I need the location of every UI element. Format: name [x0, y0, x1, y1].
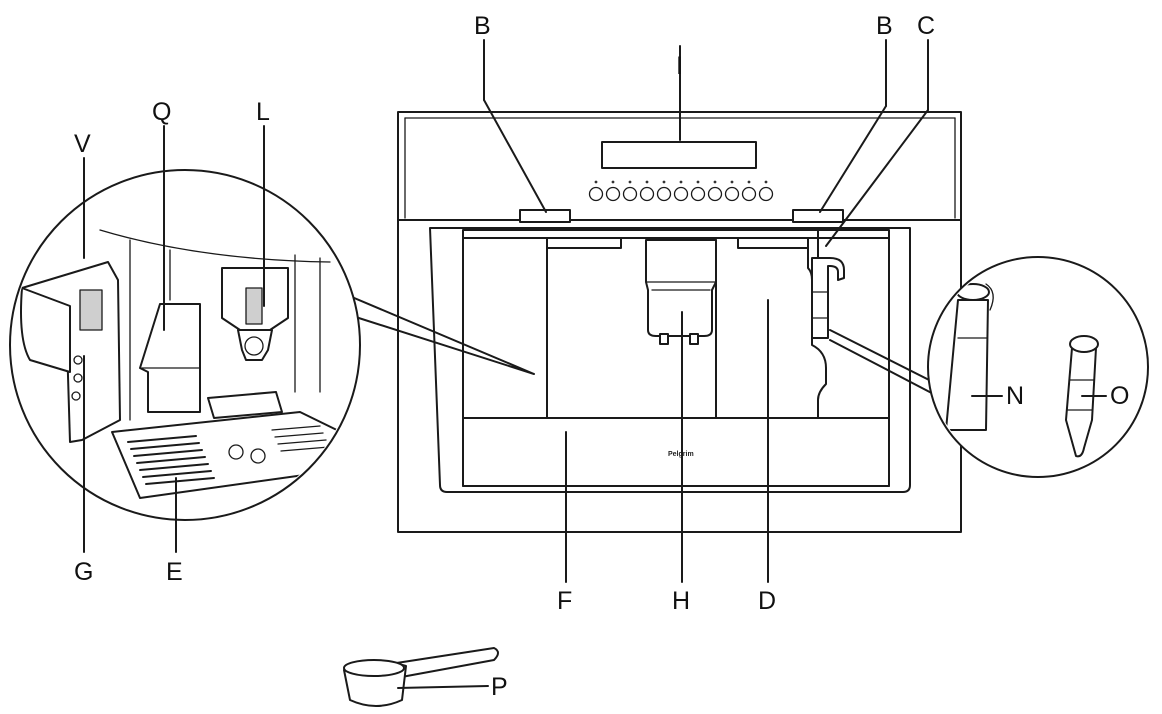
- brand-logo: Pelgrim: [668, 451, 694, 458]
- tray-slot: [139, 463, 209, 471]
- tray-slot: [142, 470, 212, 478]
- panel-button: [605, 186, 621, 202]
- panel-button: [588, 186, 604, 202]
- tray-slot: [274, 432, 324, 438]
- label-B-right: B: [876, 12, 893, 40]
- detail-circle-left: [9, 169, 535, 521]
- leader-lines: [83, 39, 1107, 689]
- text-display: [601, 141, 757, 169]
- measuring-scoop: [343, 647, 499, 707]
- left-top-lip: [546, 237, 622, 249]
- detail-circle-right: [829, 256, 1149, 478]
- panel-button-indicator: [645, 180, 649, 184]
- tray-slot: [127, 435, 197, 443]
- label-N: N: [1006, 382, 1024, 410]
- panel-button-indicator: [713, 180, 717, 184]
- tray-slot: [271, 425, 321, 431]
- inner-frame: [429, 227, 911, 493]
- panel-button: [758, 186, 774, 202]
- panel-button-indicator: [747, 180, 751, 184]
- coffee-machine-front: Pelgrim: [397, 111, 962, 533]
- drip-tray: [462, 417, 890, 487]
- callout-labels: B I B C V Q L G E F H D N O P: [74, 12, 1129, 701]
- label-F: F: [557, 587, 572, 615]
- water-container: [139, 303, 201, 413]
- label-O: O: [1110, 382, 1129, 410]
- panel-button-indicator: [628, 180, 632, 184]
- label-E: E: [166, 558, 183, 586]
- panel-button: [707, 186, 723, 202]
- label-P: P: [491, 673, 508, 701]
- tray-slot: [280, 446, 330, 452]
- mounting-bracket-right: [792, 209, 844, 223]
- panel-button-indicator: [594, 180, 598, 184]
- tray-slot: [136, 456, 206, 464]
- tray-slot: [133, 449, 203, 457]
- label-V: V: [74, 130, 91, 158]
- right-top-lip: [737, 237, 809, 249]
- tray-slots: [127, 425, 330, 485]
- panel-button-indicator: [730, 180, 734, 184]
- panel-button: [724, 186, 740, 202]
- panel-button: [690, 186, 706, 202]
- panel-button: [673, 186, 689, 202]
- panel-button-indicator: [611, 180, 615, 184]
- label-I: I: [676, 52, 683, 80]
- tray-slot: [145, 477, 215, 485]
- panel-button-indicator: [764, 180, 768, 184]
- label-B-left: B: [474, 12, 491, 40]
- panel-button-indicator: [662, 180, 666, 184]
- panel-button: [741, 186, 757, 202]
- label-D: D: [758, 587, 776, 615]
- detail-pointer: [339, 291, 535, 375]
- label-G: G: [74, 558, 93, 586]
- coffee-dispenser: [645, 239, 717, 337]
- right-wall: [807, 239, 827, 419]
- panel-button: [622, 186, 638, 202]
- label-H: H: [672, 587, 690, 615]
- cleaning-pin: [1065, 347, 1097, 458]
- panel-button: [639, 186, 655, 202]
- panel-button-indicator: [679, 180, 683, 184]
- label-L: L: [256, 98, 270, 126]
- detail-pointer-right: [829, 329, 946, 401]
- tray-slot: [277, 439, 327, 445]
- control-panel-buttons: [588, 180, 774, 202]
- label-Q: Q: [152, 98, 171, 126]
- panel-button: [656, 186, 672, 202]
- panel-button-indicator: [696, 180, 700, 184]
- label-C: C: [917, 12, 935, 40]
- tray-slot: [130, 442, 200, 450]
